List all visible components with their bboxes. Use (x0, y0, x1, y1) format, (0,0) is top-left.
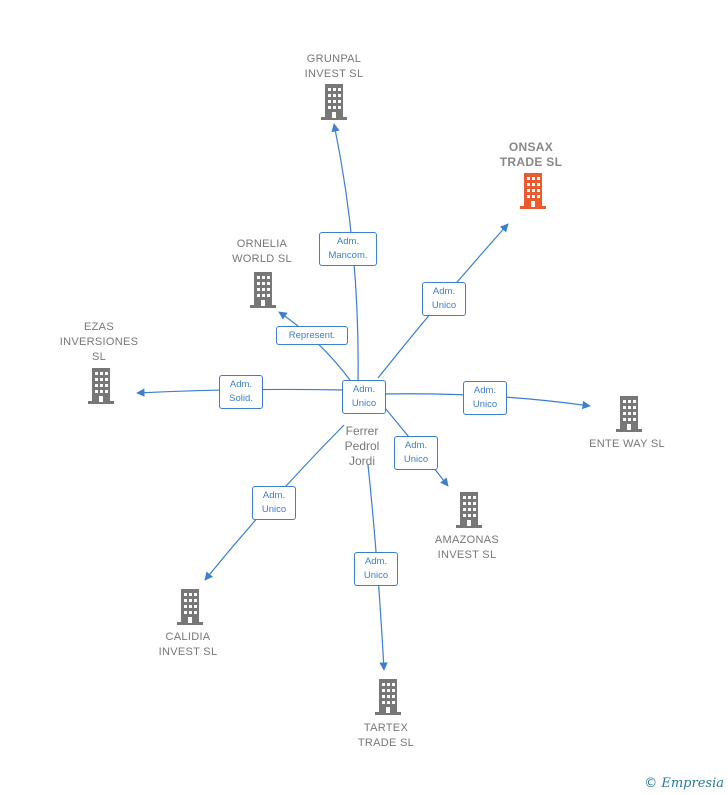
company-label-grunpal[interactable]: GRUNPAL INVEST SL (304, 53, 364, 80)
company-label-ornelia[interactable]: ORNELIA WORLD SL (232, 238, 292, 265)
edge-label-self[interactable]: Adm. Unico (342, 380, 386, 414)
building-icon[interactable] (520, 173, 546, 209)
edge-ornelia (278, 311, 351, 381)
edge-label-amazonas[interactable]: Adm. Unico (394, 436, 438, 470)
company-label-calidia[interactable]: CALIDIA INVEST SL (158, 631, 218, 658)
building-icon[interactable] (456, 492, 482, 528)
person-label[interactable]: Ferrer Pedrol Jordi (344, 424, 380, 468)
edge-label-ezas[interactable]: Adm. Solid. (219, 375, 263, 409)
building-icon[interactable] (375, 679, 401, 715)
company-label-entway[interactable]: ENTE WAY SL (589, 438, 665, 450)
building-icon[interactable] (321, 84, 347, 120)
building-icon[interactable] (250, 272, 276, 308)
edge-label-tartex[interactable]: Adm. Unico (354, 552, 398, 586)
building-icon[interactable] (88, 368, 114, 404)
company-label-amazonas[interactable]: AMAZONAS INVEST SL (434, 534, 500, 561)
company-label-ezas[interactable]: EZAS INVERSIONES SL (59, 321, 139, 363)
brand-watermark: © Empresia (644, 776, 724, 791)
building-icon[interactable] (177, 589, 203, 625)
edge-label-entway[interactable]: Adm. Unico (463, 381, 507, 415)
company-label-tartex[interactable]: TARTEX TRADE SL (357, 722, 415, 749)
edge-label-grunpal[interactable]: Adm. Mancom. (319, 232, 377, 266)
edge-label-ornelia[interactable]: Represent. (276, 326, 348, 345)
building-icon[interactable] (616, 396, 642, 432)
company-label-onsax[interactable]: ONSAX TRADE SL (499, 140, 563, 169)
copyright-icon: © (644, 776, 658, 791)
edge-label-calidia[interactable]: Adm. Unico (252, 486, 296, 520)
brand-name: Empresia (661, 776, 724, 791)
edge-label-onsax[interactable]: Adm. Unico (422, 282, 466, 316)
